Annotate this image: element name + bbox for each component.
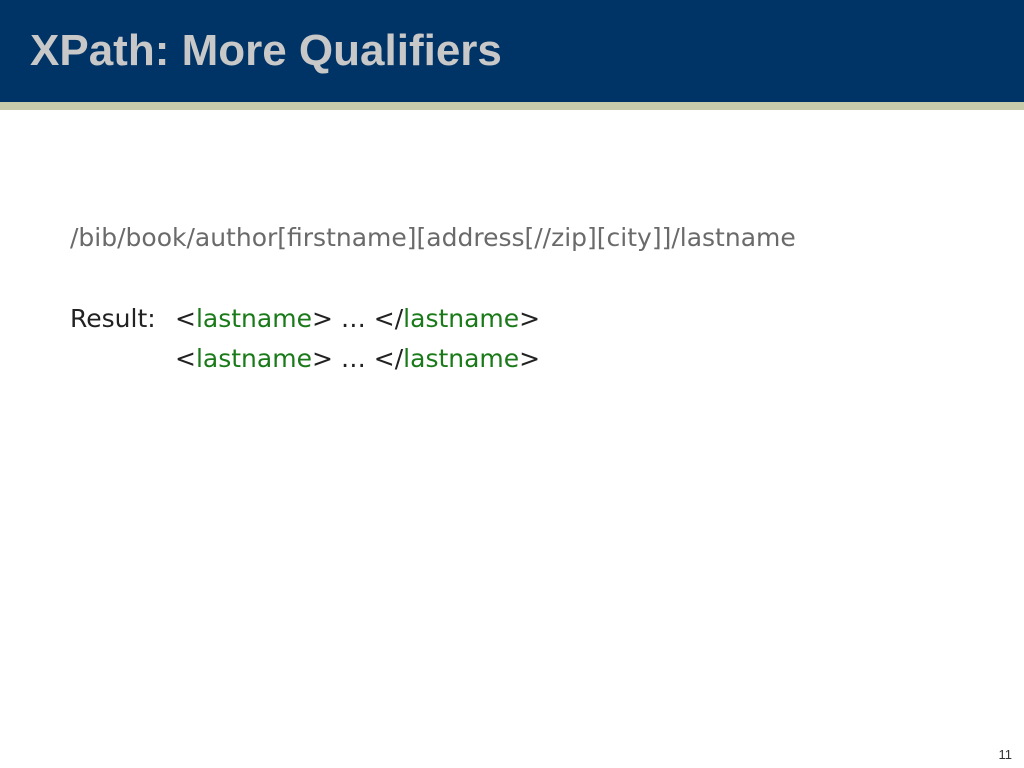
xpath-expression: /bib/book/author[firstname][address[//zi… (70, 223, 796, 252)
slide-title: XPath: More Qualifiers (30, 26, 502, 75)
page-number: 11 (998, 747, 1013, 762)
close-tag-name: lastname (403, 344, 520, 373)
open-tag-name: lastname (195, 344, 312, 373)
title-accent-stripe (0, 102, 1024, 110)
open-bracket: < (175, 304, 196, 333)
open-tag-name: lastname (195, 304, 312, 333)
title-bar (0, 0, 1024, 102)
tag-middle: > … </ (311, 304, 404, 333)
open-bracket: < (175, 344, 196, 373)
result-line-2: <lastname> … </lastname> (175, 342, 540, 376)
result-line-1: <lastname> … </lastname> (175, 302, 540, 336)
close-bracket: > (519, 344, 541, 373)
tag-middle: > … </ (311, 344, 404, 373)
close-bracket: > (519, 304, 541, 333)
close-tag-name: lastname (403, 304, 520, 333)
result-label: Result: (70, 304, 156, 333)
